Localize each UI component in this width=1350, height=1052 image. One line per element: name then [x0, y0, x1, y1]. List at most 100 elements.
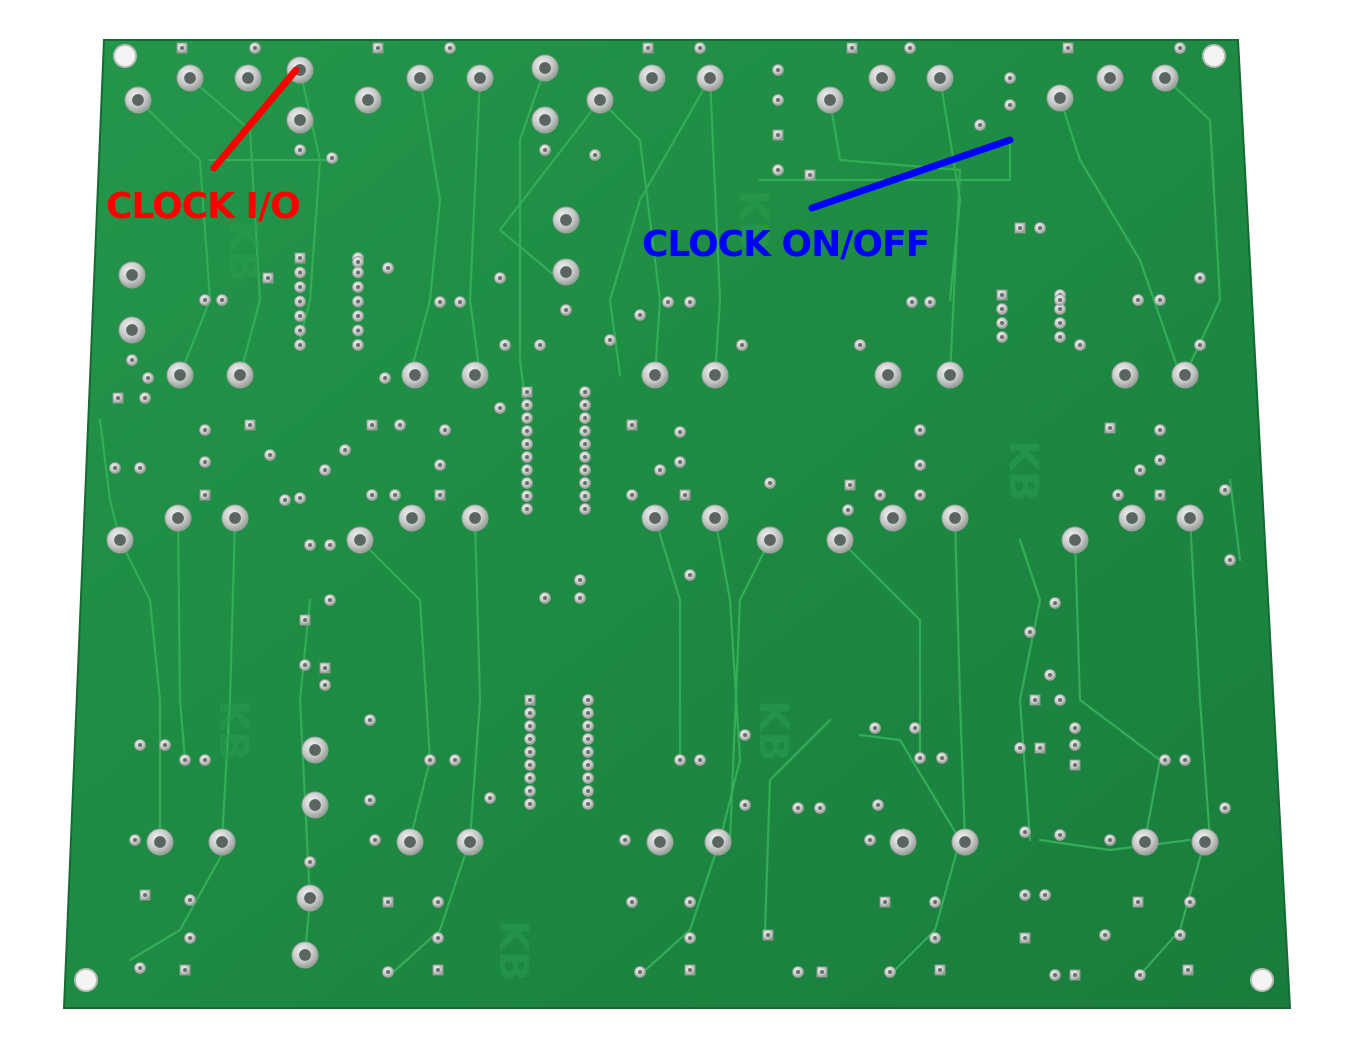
pad-hole	[688, 300, 692, 304]
pad-hole	[1198, 343, 1202, 347]
pad-hole	[438, 300, 442, 304]
pad-hole	[354, 534, 366, 546]
pad-hole	[138, 743, 142, 747]
pad-hole	[1103, 933, 1107, 937]
silkscreen-kb-mark: KB	[750, 700, 796, 761]
pad-hole	[583, 481, 587, 485]
pad-hole	[146, 376, 150, 380]
pad-hole	[1179, 369, 1191, 381]
copper-trace	[598, 98, 662, 377]
pad-hole	[404, 836, 416, 848]
copper-trace	[388, 838, 472, 977]
pad-hole	[1073, 743, 1077, 747]
pad-hole	[229, 512, 241, 524]
pad-hole	[709, 369, 721, 381]
pad-hole	[438, 463, 442, 467]
pad-hole	[933, 900, 937, 904]
pad-hole	[323, 666, 327, 670]
pad-hole	[1054, 92, 1066, 104]
pad-hole	[564, 308, 568, 312]
pad-hole	[448, 46, 452, 50]
pad-hole	[666, 300, 670, 304]
pad-hole	[764, 534, 776, 546]
pad-hole	[203, 758, 207, 762]
copper-trace	[518, 66, 547, 402]
pad-hole	[623, 838, 627, 842]
pad-hole	[583, 442, 587, 446]
pad-hole	[298, 285, 302, 289]
copper-trace	[188, 76, 262, 377]
pad-hole	[586, 776, 590, 780]
mounting-hole	[113, 44, 137, 68]
copper-trace	[708, 76, 722, 377]
pad-hole	[583, 494, 587, 498]
pad-hole	[1023, 830, 1027, 834]
pad-hole	[586, 711, 590, 715]
pad-hole	[897, 836, 909, 848]
pad-hole	[525, 429, 529, 433]
pad-hole	[528, 724, 532, 728]
pad-hole	[882, 369, 894, 381]
pad-hole	[1159, 72, 1171, 84]
silkscreen-kb-mark: KB	[730, 190, 776, 251]
pad-hole	[398, 423, 402, 427]
clock-on-off-pointer-line	[808, 136, 1014, 212]
copper-trace	[653, 516, 682, 762]
pad-hole	[308, 860, 312, 864]
pad-hole	[370, 423, 374, 427]
pad-hole	[356, 260, 360, 264]
pad-hole	[1058, 307, 1062, 311]
pad-hole	[796, 970, 800, 974]
pad-hole	[583, 403, 587, 407]
copper-trace	[358, 538, 432, 842]
copper-trace	[136, 98, 212, 377]
pad-hole	[646, 46, 650, 50]
pad-hole	[539, 114, 551, 126]
pad-hole	[1139, 836, 1151, 848]
pad-hole	[406, 512, 418, 524]
pad-hole	[583, 468, 587, 472]
pad-hole	[503, 343, 507, 347]
pad-hole	[184, 72, 196, 84]
pad-hole	[638, 970, 642, 974]
pad-hole	[630, 493, 634, 497]
pad-hole	[1018, 746, 1022, 750]
pad-hole	[183, 968, 187, 972]
pad-hole	[528, 698, 532, 702]
pad-hole	[712, 836, 724, 848]
pad-hole	[1136, 900, 1140, 904]
pad-hole	[1000, 321, 1004, 325]
copper-trace	[828, 98, 962, 377]
pad-hole	[1108, 838, 1112, 842]
pad-hole	[303, 618, 307, 622]
pad-hole	[586, 789, 590, 793]
pad-hole	[1073, 726, 1077, 730]
pad-hole	[464, 836, 476, 848]
copper-trace	[713, 516, 742, 842]
pad-hole	[698, 46, 702, 50]
pad-hole	[1043, 893, 1047, 897]
pad-hole	[743, 803, 747, 807]
pad-hole	[1023, 893, 1027, 897]
pad-hole	[1178, 933, 1182, 937]
pad-hole	[309, 799, 321, 811]
pad-hole	[608, 338, 612, 342]
copper-trace	[763, 718, 832, 932]
pad-hole	[474, 72, 486, 84]
pad-hole	[1028, 630, 1032, 634]
copper-trace	[888, 838, 962, 977]
pad-hole	[183, 758, 187, 762]
pad-hole	[113, 466, 117, 470]
pad-hole	[876, 803, 880, 807]
pad-hole	[469, 369, 481, 381]
pad-hole	[658, 468, 662, 472]
pad-hole	[1184, 512, 1196, 524]
pad-hole	[330, 156, 334, 160]
pad-hole	[940, 756, 944, 760]
pad-hole	[525, 507, 529, 511]
pad-hole	[1136, 298, 1140, 302]
pad-hole	[846, 508, 850, 512]
pcb-board	[62, 39, 1292, 1009]
pad-hole	[525, 442, 529, 446]
